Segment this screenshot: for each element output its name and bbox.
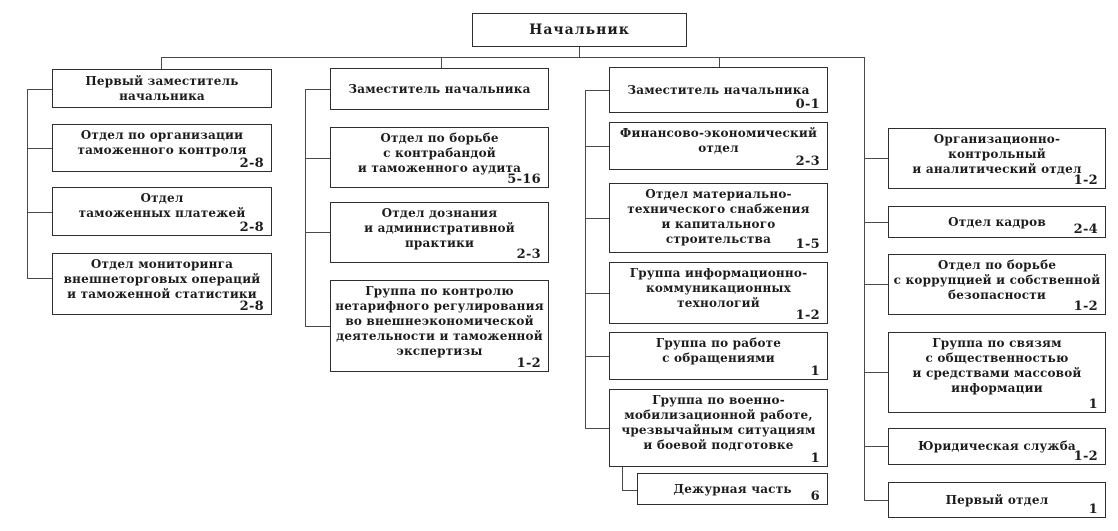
node-anti-smuggling-audit-dept: Отдел по борьбе с контрабандой и таможен… [330, 127, 549, 188]
connector-line [27, 278, 52, 279]
node-finance-economic-dept: Финансово-экономический отдел 2-3 [609, 122, 828, 170]
staff-count: 1 [810, 451, 820, 466]
node-duty-unit: Дежурная часть 6 [637, 473, 828, 505]
staff-count: 1 [1088, 502, 1098, 517]
connector-line [27, 148, 52, 149]
staff-count: 1-2 [1073, 449, 1098, 464]
node-label: Отдел по борьбе с контрабандой и таможен… [357, 131, 522, 175]
node-first-dept: Первый отдел 1 [888, 482, 1106, 518]
connector-line [305, 326, 330, 327]
connector-line [585, 90, 586, 428]
node-inquiry-admin-practice-dept: Отдел дознания и административной практи… [330, 202, 549, 263]
connector-line [161, 57, 865, 58]
staff-count: 6 [810, 489, 820, 504]
staff-count: 1-2 [1073, 173, 1098, 188]
connector-line [622, 490, 637, 491]
connector-line [305, 232, 330, 233]
node-customs-payments-dept: Отдел таможенных платежей 2-8 [52, 187, 272, 236]
node-label: Начальник [529, 21, 630, 38]
node-nontariff-regulation-group: Группа по контролю нетарифного регулиров… [330, 280, 549, 372]
connector-line [864, 57, 865, 500]
connector-line [27, 89, 28, 278]
connector-line [864, 284, 888, 285]
node-org-control-analytics-dept: Организационно- контрольный и аналитичес… [888, 128, 1106, 189]
staff-count: 0-1 [795, 97, 820, 112]
node-label: Отдел по организации таможенного контрол… [77, 128, 247, 157]
connector-line [585, 218, 609, 219]
staff-count: 2-8 [239, 220, 264, 235]
staff-count: 1-2 [795, 308, 820, 323]
connector-line [864, 446, 888, 447]
node-label: Первый заместитель начальника [85, 73, 239, 103]
node-label: Группа по военно- мобилизационной работе… [621, 393, 816, 452]
node-chief: Начальник [472, 13, 687, 47]
node-ict-group: Группа информационно- коммуникационных т… [609, 262, 828, 324]
node-label: Отдел дознания и административной практи… [364, 206, 515, 250]
node-public-relations-media-group: Группа по связям с общественностью и сре… [888, 332, 1106, 413]
node-label: Юридическая служба [918, 439, 1076, 453]
node-logistics-capital-construction-dept: Отдел материально- технического снабжени… [609, 183, 828, 253]
node-first-deputy-chief: Первый заместитель начальника [52, 69, 272, 108]
node-foreign-trade-monitoring-dept: Отдел мониторинга внешнеторговых операци… [52, 253, 272, 315]
node-label: Отдел кадров [948, 214, 1046, 229]
node-label: Отдел по борьбе с коррупцией и собственн… [893, 258, 1101, 302]
node-legal-service: Юридическая служба 1-2 [888, 428, 1106, 465]
node-label: Финансово-экономический отдел [619, 126, 818, 155]
node-label: Группа по связям с общественностью и сре… [912, 336, 1082, 395]
node-label: Организационно- контрольный и аналитичес… [912, 132, 1082, 176]
connector-line [441, 57, 442, 68]
staff-count: 1-2 [516, 356, 541, 371]
node-label: Группа информационно- коммуникационных т… [629, 266, 808, 310]
connector-line [585, 90, 609, 91]
node-label: Группа по работе с обращениями [655, 336, 782, 365]
staff-count: 2-8 [239, 299, 264, 314]
node-hr-dept: Отдел кадров 2-4 [888, 206, 1106, 238]
connector-line [864, 372, 888, 373]
staff-count: 1 [1088, 397, 1098, 412]
connector-line [305, 158, 330, 159]
node-label: Отдел материально- технического снабжени… [627, 187, 810, 246]
staff-count: 5-16 [507, 172, 541, 187]
node-appeals-group: Группа по работе с обращениями 1 [609, 332, 828, 380]
staff-count: 2-3 [516, 247, 541, 262]
connector-line [579, 47, 580, 57]
node-label: Отдел мониторинга внешнеторговых операци… [63, 257, 261, 301]
staff-count: 1 [810, 364, 820, 379]
staff-count: 2-4 [1073, 222, 1098, 237]
node-military-mobilization-group: Группа по военно- мобилизационной работе… [609, 389, 828, 467]
staff-count: 1-2 [1073, 299, 1098, 314]
node-deputy-chief-2: Заместитель начальника [330, 68, 549, 110]
node-anti-corruption-security-dept: Отдел по борьбе с коррупцией и собственн… [888, 254, 1106, 315]
node-label: Группа по контролю нетарифного регулиров… [335, 284, 544, 358]
connector-line [864, 500, 888, 501]
staff-count: 2-8 [239, 156, 264, 171]
connector-line [585, 356, 609, 357]
staff-count: 2-3 [795, 154, 820, 169]
node-label: Отдел таможенных платежей [78, 191, 246, 220]
connector-line [864, 222, 888, 223]
node-label: Дежурная часть [673, 481, 792, 496]
connector-line [305, 89, 306, 326]
connector-line [864, 158, 888, 159]
connector-line [27, 89, 52, 90]
connector-line [719, 57, 720, 67]
node-label: Заместитель начальника [348, 81, 531, 96]
staff-count: 1-5 [795, 237, 820, 252]
connector-line [585, 146, 609, 147]
connector-line [585, 428, 609, 429]
connector-line [161, 57, 162, 69]
connector-line [585, 293, 609, 294]
node-customs-control-org-dept: Отдел по организации таможенного контрол… [52, 124, 272, 172]
connector-line [305, 89, 330, 90]
connector-line [622, 467, 623, 490]
connector-line [27, 212, 52, 213]
node-label: Первый отдел [945, 492, 1049, 507]
node-label: Заместитель начальника [627, 82, 810, 97]
node-deputy-chief-3: Заместитель начальника 0-1 [609, 67, 828, 113]
